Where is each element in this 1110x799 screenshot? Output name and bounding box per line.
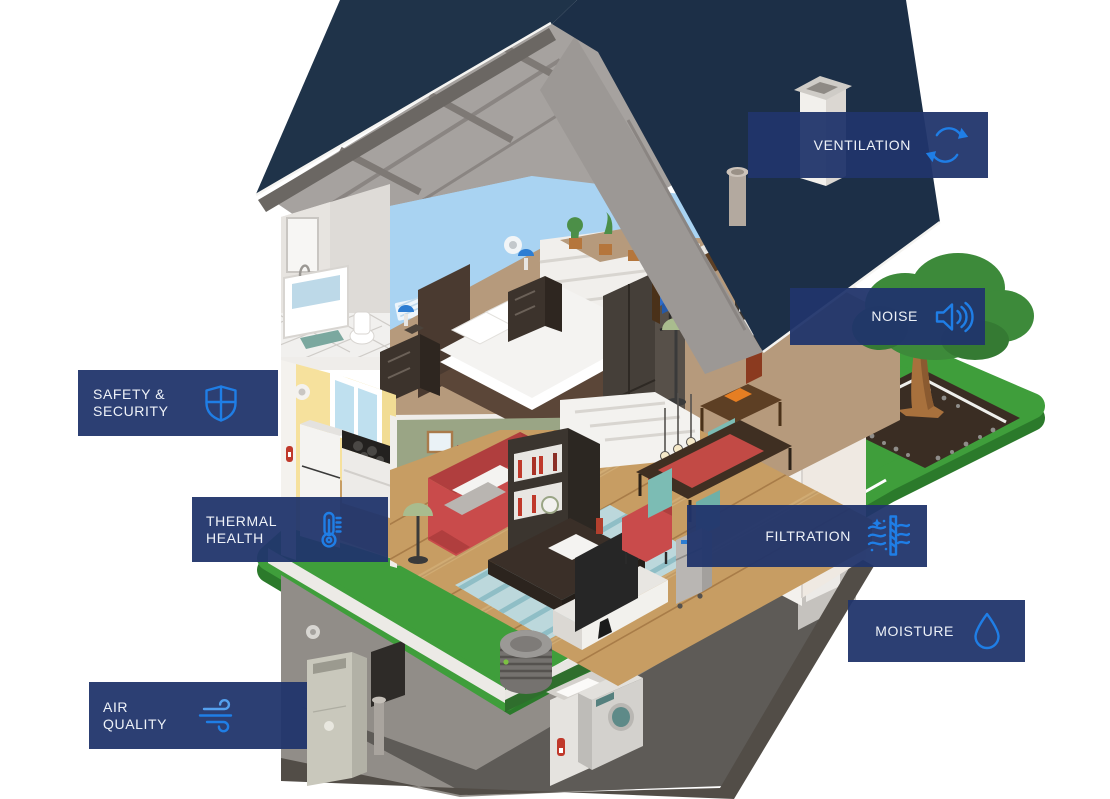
nightstand-right <box>508 249 562 342</box>
air-filter-icon <box>864 513 910 559</box>
dining-chair <box>648 468 672 518</box>
living-room <box>390 392 872 686</box>
noise-banner[interactable]: NOISE <box>790 288 985 345</box>
tree-trunk <box>898 350 944 418</box>
moisture-banner[interactable]: MOISTURE <box>848 600 1025 662</box>
furnace <box>307 652 367 786</box>
bedside-lamp <box>398 305 414 326</box>
bathroom <box>281 184 390 370</box>
vent-pipe <box>726 167 749 226</box>
filtration-banner[interactable]: FILTRATION <box>687 505 927 567</box>
fire-extinguisher-decal <box>557 738 565 756</box>
washing-machine <box>578 670 643 770</box>
pipe-column <box>372 696 386 755</box>
sofa-pillow <box>452 465 520 500</box>
banner-label: NOISE <box>871 308 918 324</box>
banner-label: SAFETY &SECURITY <box>93 386 169 419</box>
safety-security-banner[interactable]: SAFETY &SECURITY <box>78 370 278 436</box>
bath-faucet <box>298 264 311 277</box>
toilet <box>349 311 375 345</box>
cycle-arrows-icon <box>924 122 970 168</box>
speaker-sound-icon <box>931 296 975 338</box>
bathtub <box>283 264 349 340</box>
living-floor-lamp <box>403 503 433 564</box>
basement-door <box>371 640 405 707</box>
pendant-cords <box>664 393 692 452</box>
hvac-unit <box>500 630 552 694</box>
bedside-lamp <box>518 249 534 270</box>
water-drop-icon <box>967 610 1007 652</box>
ventilation-banner[interactable]: VENTILATION <box>748 112 988 178</box>
sofa-pillow <box>444 482 506 515</box>
shield-icon <box>201 382 241 424</box>
fire-extinguisher-kitchen <box>286 446 293 462</box>
basement <box>281 542 874 799</box>
attic-underside-right <box>540 36 763 374</box>
bathroom-mirror <box>286 217 319 273</box>
thermometer-icon <box>307 509 349 551</box>
wind-icon <box>195 694 241 738</box>
tv <box>575 524 638 639</box>
table-chair <box>746 350 762 384</box>
banner-label: VENTILATION <box>813 136 911 153</box>
banner-label: FILTRATION <box>765 527 851 544</box>
bath-mat <box>300 330 344 349</box>
nightstand-left <box>380 305 440 406</box>
paper <box>548 534 600 560</box>
banner-label: MOISTURE <box>875 622 954 639</box>
vase <box>596 518 603 534</box>
book-on-table <box>724 388 752 402</box>
